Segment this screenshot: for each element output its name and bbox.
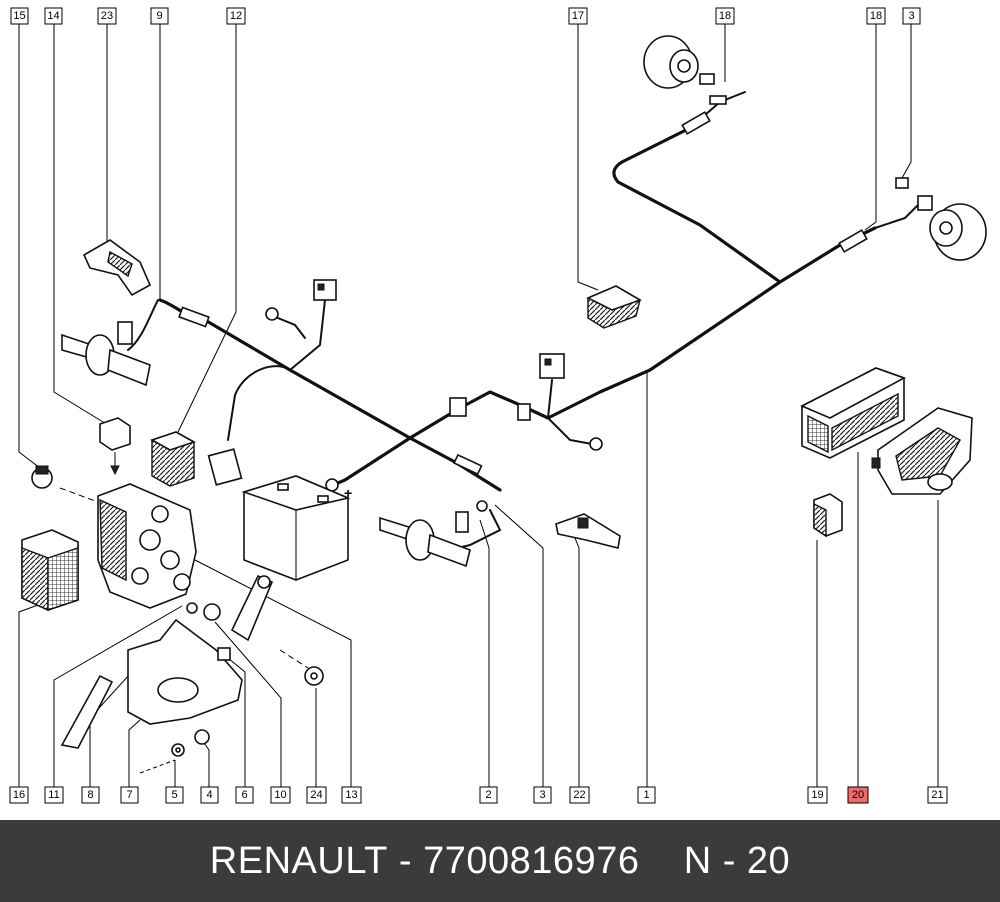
callout-label-3-top[interactable]: 3 xyxy=(902,7,921,25)
component-relay-12 xyxy=(150,431,196,487)
svg-text:6: 6 xyxy=(241,789,247,801)
svg-text:12: 12 xyxy=(230,10,242,22)
component-bracket-7 xyxy=(60,574,274,749)
callout-label-24[interactable]: 24 xyxy=(306,786,327,804)
battery-plus-symbol: + xyxy=(344,485,352,501)
component-front-wheel-hub-18 xyxy=(895,177,987,261)
component-rear-wheel-hub-18 xyxy=(643,35,727,105)
svg-text:24: 24 xyxy=(310,789,322,801)
component-bracket-23 xyxy=(82,239,152,297)
callout-label-20-highlighted[interactable]: 20 xyxy=(847,786,869,804)
part-number-banner: RENAULT - 7700816976 N - 20 xyxy=(0,820,1000,902)
svg-text:23: 23 xyxy=(101,10,113,22)
callout-label-3-bottom[interactable]: 3 xyxy=(533,786,552,804)
callout-label-22[interactable]: 22 xyxy=(569,786,590,804)
banner-separator: - xyxy=(387,839,424,882)
component-abs-computer-20 xyxy=(800,367,906,459)
banner-gap xyxy=(639,840,683,883)
callout-label-8[interactable]: 8 xyxy=(81,786,100,804)
callout-label-1[interactable]: 1 xyxy=(637,786,656,804)
exploded-wiring-diagram: + xyxy=(9,7,987,804)
svg-text:16: 16 xyxy=(13,789,25,801)
callout-label-16[interactable]: 16 xyxy=(9,786,29,804)
svg-text:14: 14 xyxy=(47,10,59,22)
callout-label-14[interactable]: 14 xyxy=(44,7,63,25)
svg-text:10: 10 xyxy=(274,789,286,801)
component-sensor-17 xyxy=(586,285,642,329)
svg-text:18: 18 xyxy=(719,10,731,22)
svg-text:3: 3 xyxy=(539,789,545,801)
svg-text:18: 18 xyxy=(870,10,882,22)
svg-text:3: 3 xyxy=(908,10,914,22)
callout-label-18-rear[interactable]: 18 xyxy=(715,7,735,25)
svg-text:7: 7 xyxy=(126,789,132,801)
component-relay-box-16 xyxy=(21,529,79,612)
svg-text:4: 4 xyxy=(206,789,212,801)
callout-label-21[interactable]: 21 xyxy=(927,786,948,804)
component-relay-19 xyxy=(813,493,843,538)
callout-label-12[interactable]: 12 xyxy=(226,7,246,25)
component-front-left-driveshaft xyxy=(61,321,151,387)
callout-label-11[interactable]: 11 xyxy=(44,786,64,804)
component-battery: + xyxy=(241,475,352,581)
callout-label-18-front[interactable]: 18 xyxy=(866,7,886,25)
callout-label-23[interactable]: 23 xyxy=(97,7,117,25)
callout-label-13[interactable]: 13 xyxy=(341,786,362,804)
svg-text:1: 1 xyxy=(643,789,649,801)
component-fasteners xyxy=(171,666,324,757)
callout-label-4[interactable]: 4 xyxy=(200,786,219,804)
callout-label-19[interactable]: 19 xyxy=(807,786,828,804)
position-number: 20 xyxy=(746,839,791,882)
component-bracket-22 xyxy=(555,513,621,549)
svg-text:15: 15 xyxy=(13,10,25,22)
svg-text:21: 21 xyxy=(931,789,943,801)
callout-label-10[interactable]: 10 xyxy=(270,786,291,804)
callout-label-15[interactable]: 15 xyxy=(10,7,29,25)
component-relay-14 xyxy=(99,417,131,476)
svg-text:19: 19 xyxy=(811,789,823,801)
svg-text:9: 9 xyxy=(156,10,162,22)
component-bracket-21 xyxy=(871,407,973,495)
svg-text:22: 22 xyxy=(573,789,585,801)
svg-text:2: 2 xyxy=(485,789,491,801)
wiring-harness xyxy=(127,91,919,549)
component-sensor-15 xyxy=(31,465,53,489)
callout-label-9[interactable]: 9 xyxy=(150,7,169,25)
svg-text:5: 5 xyxy=(171,789,177,801)
svg-text:11: 11 xyxy=(48,789,59,801)
svg-text:8: 8 xyxy=(87,789,93,801)
component-rear-left-driveshaft xyxy=(379,500,488,568)
component-abs-hydraulic-unit xyxy=(97,483,197,609)
svg-text:17: 17 xyxy=(572,10,584,22)
callout-label-2[interactable]: 2 xyxy=(479,786,498,804)
callout-label-17[interactable]: 17 xyxy=(568,7,588,25)
callout-label-6[interactable]: 6 xyxy=(235,786,254,804)
callout-label-7[interactable]: 7 xyxy=(120,786,139,804)
brand-name: RENAULT xyxy=(209,839,388,882)
svg-text:13: 13 xyxy=(345,789,357,801)
leader-lines xyxy=(18,24,939,787)
svg-text:20: 20 xyxy=(852,789,864,801)
part-number: 7700816976 xyxy=(423,839,640,882)
position-prefix: N - xyxy=(683,839,747,882)
callout-label-5[interactable]: 5 xyxy=(165,786,184,804)
